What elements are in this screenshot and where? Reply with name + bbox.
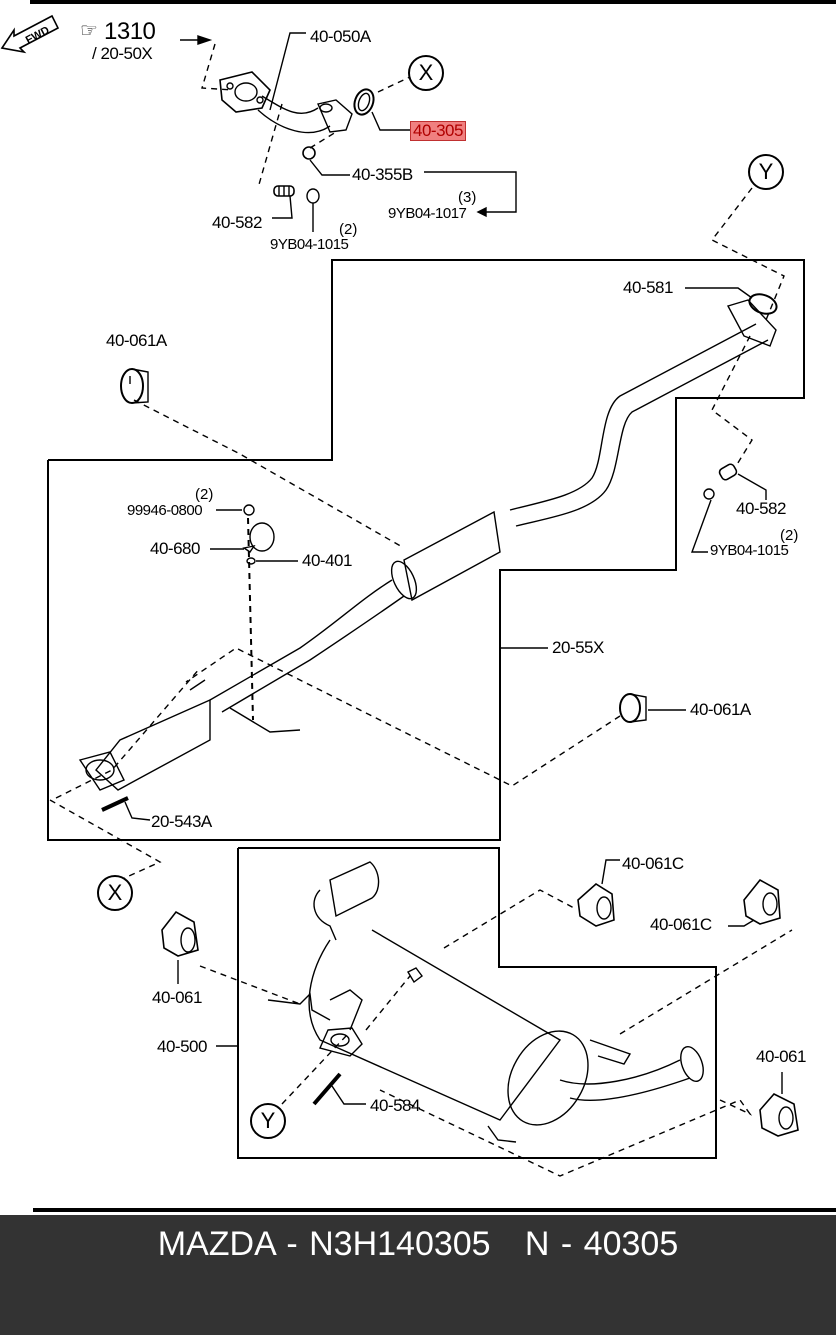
part-number-title: MAZDA - N3H140305 N - 40305 [157, 1225, 679, 1263]
part-label-40-061A-right[interactable]: 40-061A [690, 700, 751, 719]
part-label-40-061C-right[interactable]: 40-061C [650, 915, 712, 934]
fwd-label: FWD [24, 24, 52, 46]
part-label-40-680[interactable]: 40-680 [150, 539, 200, 558]
part-label-40-305-highlighted[interactable]: 40-305 [410, 121, 466, 141]
frame-middle [47, 259, 805, 841]
part-label-40-581[interactable]: 40-581 [623, 278, 673, 297]
part-label-40-584[interactable]: 40-584 [370, 1096, 420, 1115]
part-label-40-061-left[interactable]: 40-061 [152, 988, 202, 1007]
part-label-40-582-top[interactable]: 40-582 [212, 213, 262, 232]
qty-9YB04-1015-right: (2) [780, 527, 799, 544]
callout-x-bottom: X [97, 875, 133, 911]
qty-99946-0800: (2) [195, 486, 214, 503]
center-pipe-drawing [78, 293, 778, 791]
part-label-9YB04-1015-top[interactable]: 9YB04-1015 [270, 236, 349, 253]
diagram-drawing [30, 0, 836, 1212]
part-label-40-582-right[interactable]: 40-582 [736, 499, 786, 518]
part-label-20-55X[interactable]: 20-55X [552, 638, 604, 657]
part-label-40-401[interactable]: 40-401 [302, 551, 352, 570]
part-label-40-061-right[interactable]: 40-061 [756, 1047, 806, 1066]
front-pipe-drawing [219, 71, 353, 134]
part-label-40-050A[interactable]: 40-050A [310, 27, 371, 46]
frame-bottom [237, 847, 717, 1159]
part-label-99946-0800[interactable]: 99946-0800 [127, 502, 203, 519]
part-label-40-061A-left[interactable]: 40-061A [106, 331, 167, 350]
reference-sub[interactable]: / 20-50X [92, 44, 153, 63]
part-label-9YB04-1017[interactable]: 9YB04-1017 [388, 205, 467, 222]
reference-number[interactable]: 1310 [104, 18, 156, 45]
parts-diagram: ☞ 1310 / 20-50X X Y X Y 40-050A 40-305 4… [0, 0, 836, 1212]
footer-bar: MAZDA - N3H140305 N - 40305 [0, 1215, 836, 1335]
part-label-20-543A[interactable]: 20-543A [151, 812, 212, 831]
pointing-hand-icon: ☞ [80, 20, 98, 42]
callout-x-top: X [408, 55, 444, 91]
part-label-40-355B[interactable]: 40-355B [352, 165, 413, 184]
callout-y-top: Y [748, 154, 784, 190]
callout-y-bottom: Y [250, 1103, 286, 1139]
part-label-40-061C-top[interactable]: 40-061C [622, 854, 684, 873]
qty-9YB04-1015-top: (2) [339, 221, 358, 238]
fwd-arrow-icon: FWD [0, 14, 60, 54]
part-label-40-500[interactable]: 40-500 [157, 1037, 207, 1056]
part-label-9YB04-1015-right[interactable]: 9YB04-1015 [710, 542, 789, 559]
qty-9YB04-1017: (3) [458, 189, 477, 206]
muffler-drawing [267, 861, 704, 1143]
